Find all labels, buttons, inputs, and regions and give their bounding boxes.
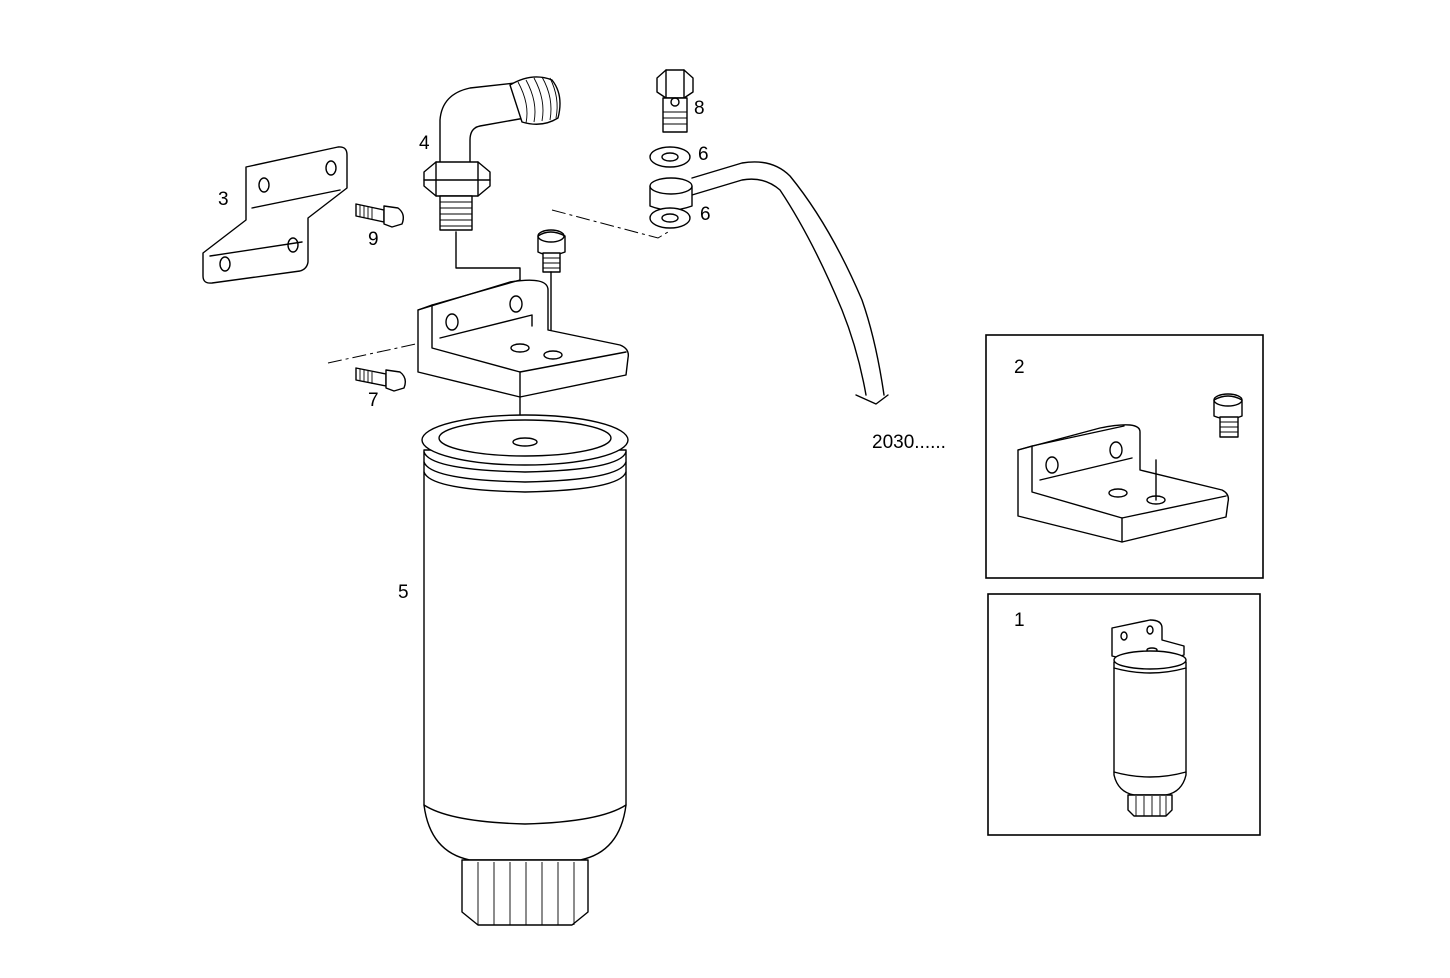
callout-1: 1 (1014, 610, 1025, 631)
filter-cartridge-part-5 (421, 414, 629, 926)
callout-6-lower: 6 (700, 204, 711, 225)
washer-part-6-upper (649, 146, 691, 168)
callout-8: 8 (694, 98, 705, 119)
callout-3: 3 (218, 189, 229, 210)
callout-6-upper: 6 (698, 144, 709, 165)
callout-5: 5 (398, 582, 409, 603)
inset-socket-screw (1213, 393, 1243, 438)
socket-screw (537, 229, 566, 273)
callout-2: 2 (1014, 357, 1025, 378)
elbow-fitting-part-4 (423, 76, 561, 231)
bolt-part-7 (355, 367, 407, 392)
mounting-plate-part-3 (202, 146, 348, 284)
callout-4: 4 (419, 133, 430, 154)
banjo-bolt-part-8 (656, 69, 694, 133)
washer-part-6-lower (649, 207, 691, 229)
bolt-part-9 (355, 203, 405, 228)
reference-label: 2030...... (872, 432, 946, 453)
callout-9: 9 (368, 229, 379, 250)
inset-filter-assembly-part-1 (1111, 619, 1187, 817)
callout-7: 7 (368, 390, 379, 411)
filter-head-bracket (417, 279, 630, 398)
inset-bracket-part-2 (1017, 424, 1230, 543)
callout-labels: 3 9 4 8 6 6 7 5 2030...... 2 1 (218, 98, 1025, 631)
fuel-pipe (649, 161, 889, 405)
